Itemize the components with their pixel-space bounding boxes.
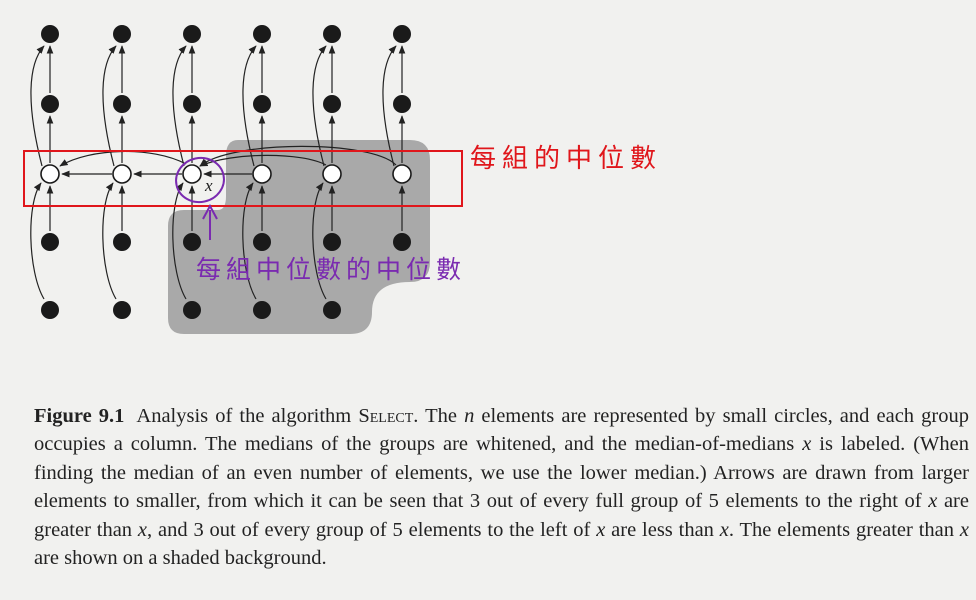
element-node — [41, 95, 59, 113]
median-node — [112, 164, 132, 184]
element-node — [113, 301, 131, 319]
element-node — [393, 25, 411, 43]
column-curve-arrow — [172, 45, 187, 167]
element-node — [323, 25, 341, 43]
element-node — [183, 25, 201, 43]
element-node — [323, 301, 341, 319]
caption-body: Analysis of the algorithm Select. The n … — [34, 405, 969, 569]
column-curve-arrow — [382, 45, 397, 167]
group-medians-annotation: 每組的中位數 — [470, 144, 663, 174]
element-node — [253, 301, 271, 319]
median-node — [392, 164, 412, 184]
caption-segment: . The — [413, 405, 465, 427]
element-node — [113, 233, 131, 251]
median-of-medians-purple-circle — [175, 156, 225, 204]
caption-segment: x — [802, 433, 812, 456]
caption-segment: x — [719, 518, 729, 541]
element-node — [41, 301, 59, 319]
caption-segment: Select — [358, 405, 414, 427]
column-curve-arrow — [30, 45, 45, 167]
caption-segment: elements are represented by small circle… — [34, 405, 969, 456]
caption-segment: x — [137, 518, 148, 541]
element-node — [41, 25, 59, 43]
caption-segment: n — [464, 405, 475, 427]
column-curve-arrow — [102, 182, 117, 300]
column-curve-arrow — [242, 45, 257, 167]
element-node — [253, 95, 271, 113]
caption-segment: , and 3 out of every group of 5 elements… — [147, 518, 597, 541]
median-node — [322, 164, 342, 184]
element-node — [253, 233, 271, 251]
median-arrow — [199, 145, 397, 167]
column-curve-arrow — [30, 182, 45, 300]
element-node — [183, 233, 201, 251]
median-of-medians-figure: x — [23, 25, 463, 334]
caption-segment: are less than — [605, 518, 720, 541]
column-curve-arrow — [242, 182, 257, 300]
column-curve-arrow — [102, 45, 117, 167]
caption-segment: x — [596, 518, 606, 541]
median-arrow — [199, 154, 327, 167]
caption-segment: . The elements greater than — [728, 518, 960, 541]
element-node — [323, 233, 341, 251]
element-node — [393, 95, 411, 113]
element-node — [41, 233, 59, 251]
element-node — [393, 233, 411, 251]
caption-segment: is labeled. (When finding the median of … — [34, 433, 970, 513]
element-node — [113, 25, 131, 43]
element-node — [113, 95, 131, 113]
element-nodes — [40, 25, 412, 319]
caption-segment: x — [928, 490, 938, 513]
median-node — [252, 164, 272, 184]
figure-label: Figure 9.1 — [34, 405, 125, 427]
element-node — [183, 301, 201, 319]
median-row-arrows — [59, 145, 397, 178]
median-node — [182, 164, 202, 184]
column-curve-arrow — [312, 182, 327, 300]
median-arrow — [59, 150, 187, 167]
caption-segment: Analysis of the algorithm — [136, 405, 359, 427]
median-of-medians-label: x — [204, 176, 213, 195]
median-of-medians-annotation: 每組中位數的中位數 — [196, 255, 467, 284]
element-node — [253, 25, 271, 43]
caption-segment: are greater than — [34, 490, 969, 541]
caption-segment: are shown on a shaded background. — [34, 547, 327, 570]
caption-segment: x — [959, 518, 969, 541]
group-medians-red-box — [23, 150, 463, 207]
element-node — [323, 95, 341, 113]
median-node — [40, 164, 60, 184]
purple-pointer-arrowhead — [202, 203, 218, 220]
comparison-arrows — [30, 45, 406, 300]
element-node — [183, 95, 201, 113]
greater-than-x-shaded-region — [168, 140, 430, 334]
